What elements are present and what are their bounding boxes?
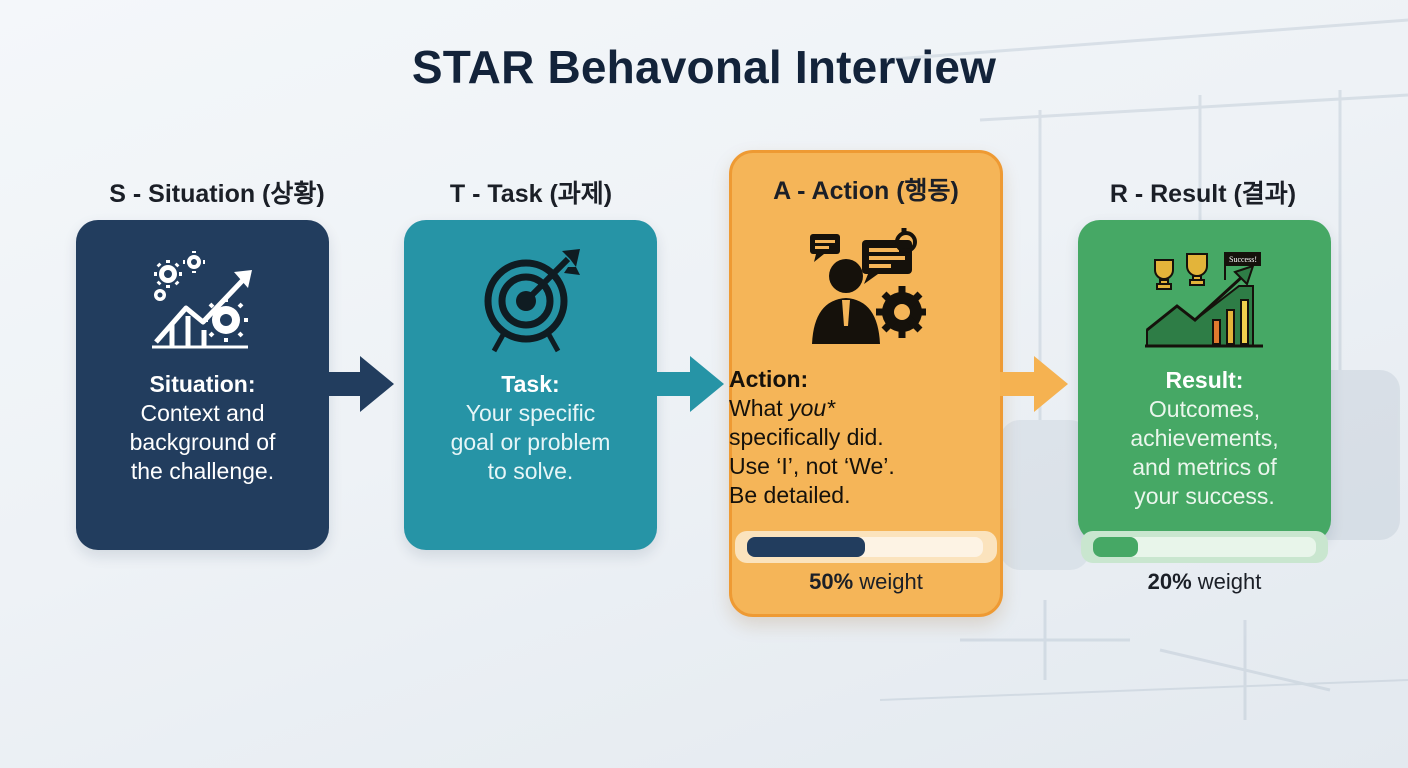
action-line-3: Use ‘I’, not ‘We’. (729, 453, 895, 479)
result-line-3: and metrics of (1132, 454, 1277, 480)
result-line-1: Outcomes, (1148, 396, 1261, 422)
action-heading: Action: (729, 366, 809, 392)
action-line-1-pre: What (729, 395, 790, 421)
step-label-action: A - Action (행동) (773, 177, 959, 205)
page-title: STAR Behavonal Interview (411, 41, 997, 93)
situation-heading: Situation: (149, 371, 256, 397)
result-weight-bar (1081, 531, 1328, 563)
person-speech-gear-icon (810, 228, 926, 344)
result-line-4: your success. (1134, 483, 1275, 509)
action-weight-pct: 50% (809, 569, 854, 594)
step-label-task: T - Task (과제) (449, 180, 613, 208)
action-weight-word: weight (853, 569, 923, 594)
situation-line-2: background of (129, 429, 276, 455)
trophy-growth-icon: Success! (1144, 252, 1263, 348)
task-line-3: to solve. (487, 458, 574, 484)
result-heading: Result: (1165, 367, 1244, 393)
action-line-1: What you* (729, 394, 1003, 423)
step-label-situation: S - Situation (상황) (109, 180, 325, 208)
task-line-1: Your specific (465, 400, 596, 426)
target-arrow-icon (484, 249, 580, 353)
arrow-task-to-action (656, 356, 724, 412)
situation-line-3: the challenge. (130, 458, 275, 484)
action-weight-fill (747, 537, 865, 557)
task-card: Task: Your specific goal or problem to s… (404, 220, 657, 550)
situation-card: Situation: Context and background of the… (76, 220, 329, 550)
action-line-2: specifically did. (729, 424, 884, 450)
task-line-2: goal or problem (450, 429, 611, 455)
flag-text: Success! (1229, 255, 1257, 264)
step-label-result: R - Result (결과) (1109, 180, 1297, 208)
action-weight-bar (735, 531, 997, 563)
action-line-1-em: you* (789, 395, 836, 421)
result-weight-fill (1093, 537, 1138, 557)
task-heading: Task: (501, 371, 560, 397)
result-line-2: achievements, (1130, 425, 1279, 451)
situation-line-1: Context and (140, 400, 265, 426)
result-weight-word: weight (1191, 569, 1262, 594)
result-card: Success! Result: Outcomes, achievements,… (1078, 220, 1331, 542)
arrow-situation-to-task (326, 356, 394, 412)
result-weight-label: 20% weight (1078, 569, 1331, 595)
action-line-4: Be detailed. (729, 482, 851, 508)
action-weight-label: 50% weight (729, 569, 1003, 595)
arrow-action-to-result (1000, 356, 1068, 412)
gears-growth-icon (151, 251, 252, 349)
result-weight-pct: 20% (1147, 569, 1192, 594)
